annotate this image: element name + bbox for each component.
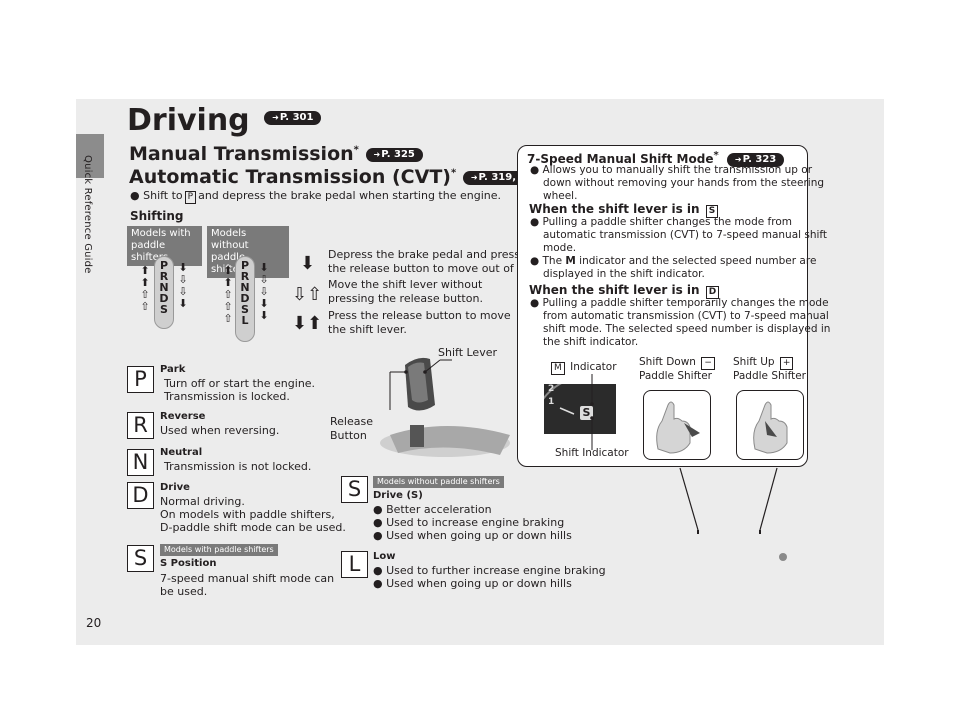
page-number: 20 (86, 616, 102, 630)
gear-r-icon: R (127, 412, 154, 439)
solid-down-arrow-icon: ⬇ (300, 253, 316, 274)
gear-l-title: Low (373, 551, 396, 562)
gate2-right-arrows-icon: ⬇⇩⇩⬇⬇ (259, 261, 269, 322)
panel-intro: ● Allows you to manually shift the trans… (530, 164, 825, 202)
gear-s2-icon: S (341, 476, 368, 503)
gear-l-desc: ● Used to further increase engine brakin… (373, 564, 606, 590)
gear-n-desc: Transmission is not locked. (164, 460, 312, 473)
gauge-illustration: 2 1 S (544, 384, 616, 434)
bullet-icon: ● (130, 189, 140, 202)
sidebar-tab (76, 134, 104, 178)
minus-icon: − (701, 357, 715, 370)
legend-brake-text: Depress the brake pedal and press the re… (328, 248, 536, 277)
gear-l-icon: L (341, 551, 368, 578)
shift-up-hand-illustration (736, 390, 804, 460)
gear-r-desc: Used when reversing. (160, 424, 280, 437)
gear-p-title: Park (160, 364, 186, 375)
manual-page-ref[interactable]: ➜P. 325 (365, 147, 423, 162)
gear-d-desc: Normal driving.On models with paddle shi… (160, 495, 346, 534)
key-m-icon: M (551, 362, 565, 375)
gear-p-desc: Turn off or start the engine.Transmissio… (164, 377, 316, 403)
key-d-icon: D (705, 286, 720, 299)
panel-page-ref[interactable]: ➜P. 323 (726, 152, 785, 167)
heading-manual-transmission: Manual Transmission* ➜P. 325 (129, 143, 423, 165)
gear-d-icon: D (127, 482, 154, 509)
title-text: Driving (127, 103, 250, 138)
shift-down-hand-illustration (643, 390, 711, 460)
panel-heading-s: When the shift lever is in S (529, 202, 720, 218)
gate1-left-arrows-icon: ⬆⬆⇧⇧ (140, 264, 150, 313)
gear-s-title: S Position (160, 558, 217, 569)
gear-d-title: Drive (160, 482, 190, 493)
outline-arrows-icon: ⇩⇧ (292, 284, 323, 305)
panel-d-text: ● Pulling a paddle shifter temporarily c… (530, 297, 831, 348)
shift-lever-label: Shift Lever (438, 346, 498, 359)
m-indicator-label: M Indicator (549, 361, 617, 375)
gear-s2-title: Drive (S) (373, 490, 423, 501)
shift-up-label: Shift Up + Paddle Shifter (733, 356, 806, 382)
gauge-callout-lines (590, 374, 594, 450)
page-title: Driving ➜P. 301 (127, 103, 322, 138)
heading-cvt: Automatic Transmission (CVT)* ➜P. 319, 3… (129, 166, 549, 188)
gear-p-icon: P (127, 366, 154, 393)
gear-r-title: Reverse (160, 411, 206, 422)
key-p-icon: P (184, 191, 197, 204)
panel-s-text: ● Pulling a paddle shifter changes the m… (530, 216, 828, 280)
title-page-ref[interactable]: ➜P. 301 (264, 110, 322, 125)
gear-s2-desc: ● Better acceleration ● Used to increase… (373, 503, 572, 542)
shift-lever-illustration (380, 357, 510, 457)
sidebar-label: Quick Reference Guide (82, 155, 93, 274)
panel-callout-lines (679, 467, 787, 561)
gear-n-title: Neutral (160, 447, 203, 458)
solid-arrows-icon: ⬇⬆ (292, 313, 323, 334)
gauge-s-indicator: S (580, 406, 593, 420)
gear-n-icon: N (127, 449, 154, 476)
shift-indicator-label: Shift Indicator (555, 447, 629, 459)
tag-s-without-paddle: Models without paddle shifters (373, 476, 504, 488)
panel-title: 7-Speed Manual Shift Mode* ➜P. 323 (527, 150, 785, 167)
gate2-left-arrows-icon: ⬆⬆⇧⇧⇧ (223, 264, 233, 325)
shifting-heading: Shifting (130, 209, 184, 223)
gear-s-icon: S (127, 545, 154, 572)
panel-heading-d: When the shift lever is in D (529, 283, 721, 299)
tag-s-with-paddle: Models with paddle shifters (160, 544, 278, 556)
gate1-right-arrows-icon: ⬇⇩⇩⬇ (178, 261, 188, 310)
shift-down-label: Shift Down − Paddle Shifter (639, 356, 717, 383)
key-s-icon: S (705, 205, 719, 218)
plus-icon: + (779, 357, 794, 370)
